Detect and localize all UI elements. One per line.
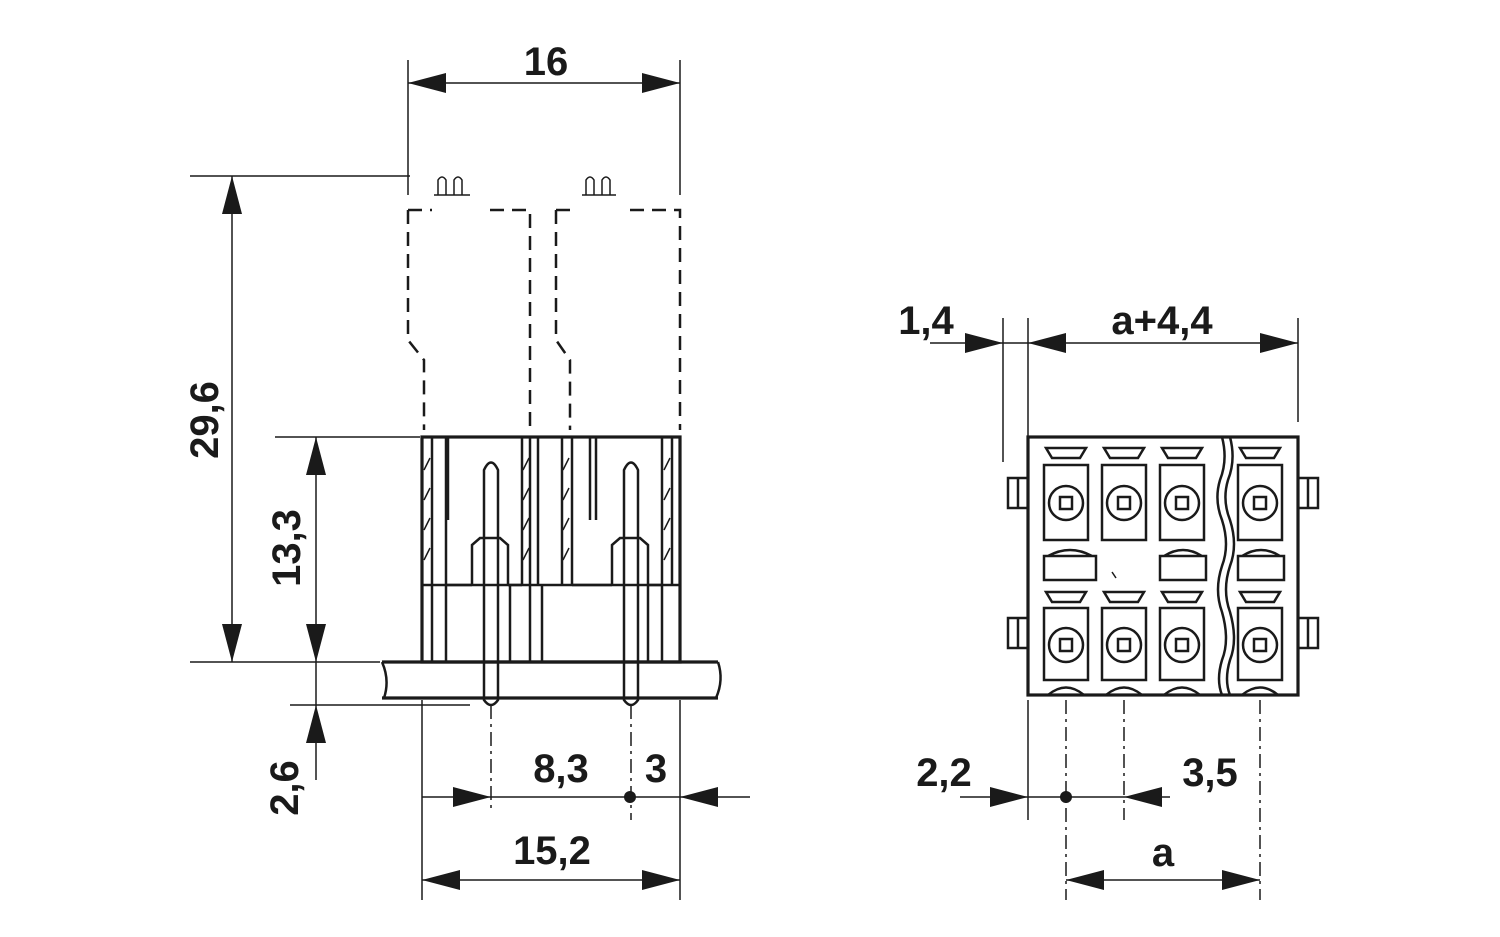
dim-left-pin-offset: 2,2 xyxy=(916,751,972,795)
terminal-row-bottom xyxy=(1042,590,1284,696)
dim-top-width: 16 xyxy=(524,40,569,84)
dim-total-pitch: a xyxy=(1152,831,1175,875)
front-view: 1,4 a+4,4 2,2 3,5 a xyxy=(898,299,1320,900)
dim-header-height: 13,3 xyxy=(265,509,309,587)
dim-pitch: 8,3 xyxy=(533,747,589,791)
header-body xyxy=(420,435,682,664)
dim-width-formula: a+4,4 xyxy=(1111,299,1213,343)
pcb-board xyxy=(380,660,722,700)
dim-left-margin: 1,4 xyxy=(898,299,954,343)
terminal-row-top xyxy=(1042,446,1284,542)
coding-slots xyxy=(1042,548,1286,582)
dim-total-height: 29,6 xyxy=(183,381,227,459)
mating-plug-outline xyxy=(406,176,682,430)
dim-pin-below: 2,6 xyxy=(263,760,307,816)
dim-pin-pitch: 3,5 xyxy=(1182,751,1238,795)
side-view: 16 29,6 13,3 2,6 8,3 3 15,2 xyxy=(183,40,750,900)
pins xyxy=(482,461,640,707)
dim-bottom-width: 15,2 xyxy=(513,829,591,873)
dim-edge-offset: 3 xyxy=(645,747,667,791)
